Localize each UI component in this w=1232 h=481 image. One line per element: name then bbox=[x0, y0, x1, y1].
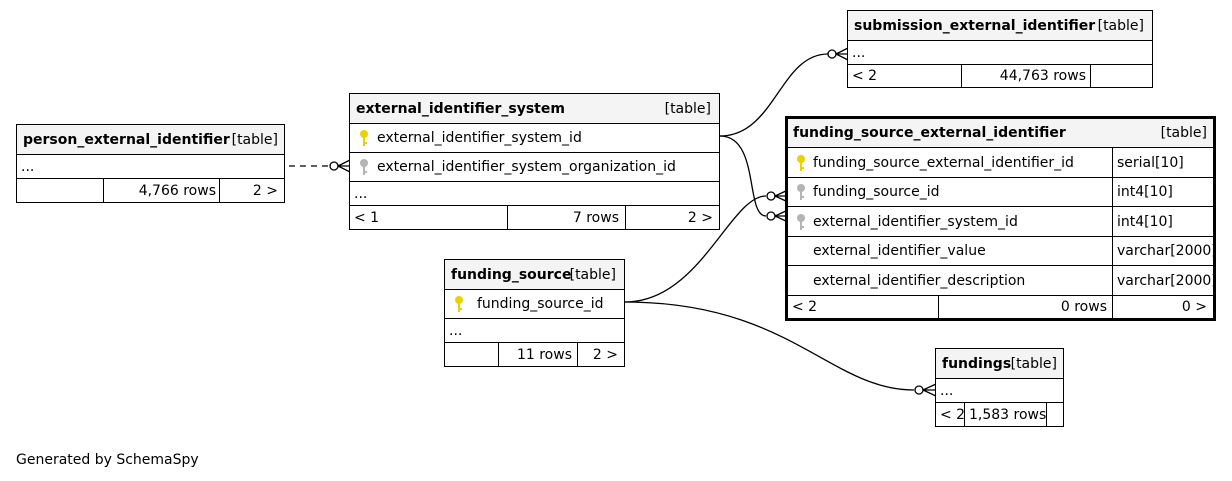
column-row[interactable]: funding_source_id bbox=[445, 290, 624, 319]
primary-key-icon bbox=[455, 296, 463, 312]
primary-key-icon bbox=[360, 130, 368, 146]
parents-link[interactable]: < 2 bbox=[852, 68, 878, 84]
table-header: fundings [table] bbox=[936, 349, 1063, 379]
row-count: 0 rows bbox=[1060, 299, 1107, 315]
column-name: funding_source_id bbox=[477, 296, 604, 312]
table-name: fundings bbox=[942, 355, 1012, 372]
column-name: external_identifier_system_id bbox=[813, 213, 1018, 230]
more-columns-row: ... bbox=[17, 155, 284, 179]
table-funding-source[interactable]: funding_source [table] funding_source_id… bbox=[444, 259, 625, 367]
column-name: funding_source_external_identifier_id bbox=[813, 154, 1074, 171]
table-fundings[interactable]: fundings [table] ... < 2 1,583 rows bbox=[935, 348, 1064, 427]
optional-marker-fundings bbox=[914, 385, 924, 395]
row-count: 7 rows bbox=[572, 209, 619, 226]
column-row[interactable]: external_identifier_value varchar[2000] bbox=[788, 237, 1217, 266]
column-type: int4[10] bbox=[1117, 213, 1173, 230]
ellipsis: ... bbox=[940, 382, 954, 399]
foreign-key-icon bbox=[360, 159, 368, 175]
table-submission-external-identifier[interactable]: submission_external_identifier [table] .… bbox=[847, 10, 1153, 88]
optional-marker-person bbox=[329, 161, 339, 171]
ellipsis: ... bbox=[449, 322, 463, 339]
column-row[interactable]: external_identifier_system_id bbox=[350, 124, 719, 153]
generated-by-label: Generated by SchemaSpy bbox=[16, 452, 199, 468]
table-name: funding_source bbox=[451, 266, 572, 283]
relation-funding-source-to-fsei bbox=[624, 195, 767, 303]
row-count: 44,763 rows bbox=[999, 68, 1086, 84]
table-header: external_identifier_system [table] bbox=[350, 94, 719, 124]
table-tag: [table] bbox=[1160, 125, 1207, 141]
row-count: 11 rows bbox=[516, 346, 572, 363]
more-columns-row: ... bbox=[350, 182, 719, 206]
column-name: external_identifier_description bbox=[813, 272, 1026, 289]
column-row[interactable]: funding_source_id int4[10] bbox=[788, 178, 1213, 207]
table-tag: [table] bbox=[231, 131, 278, 148]
column-name: external_identifier_system_id bbox=[377, 130, 582, 146]
table-tag: [table] bbox=[664, 100, 711, 117]
table-name: submission_external_identifier bbox=[854, 17, 1096, 34]
parents-link[interactable]: < 1 bbox=[354, 209, 380, 226]
more-columns-row: ... bbox=[848, 41, 1152, 65]
row-count: 1,583 rows bbox=[969, 406, 1047, 423]
children-link[interactable]: 2 > bbox=[592, 346, 618, 363]
ellipsis: ... bbox=[852, 44, 866, 61]
table-tag: [table] bbox=[1097, 17, 1144, 34]
table-name: funding_source_external_identifier bbox=[793, 125, 1066, 141]
column-type: serial[10] bbox=[1117, 154, 1184, 171]
relation-ext-id-system-to-submission bbox=[719, 53, 829, 137]
table-header: funding_source [table] bbox=[445, 260, 624, 290]
column-type: varchar[2000] bbox=[1117, 272, 1217, 289]
column-type: varchar[2000] bbox=[1117, 243, 1217, 259]
children-link[interactable]: 2 > bbox=[252, 182, 278, 199]
more-columns-row: ... bbox=[445, 319, 624, 343]
table-footer: < 2 0 rows 0 > bbox=[788, 296, 1213, 318]
ellipsis: ... bbox=[354, 185, 368, 202]
table-footer: < 2 44,763 rows bbox=[848, 65, 1152, 87]
relation-funding-source-to-fundings bbox=[624, 301, 915, 391]
ellipsis: ... bbox=[21, 158, 35, 175]
table-external-identifier-system[interactable]: external_identifier_system [table] exter… bbox=[349, 93, 720, 230]
column-row[interactable]: external_identifier_system_organization_… bbox=[350, 153, 719, 182]
table-footer: 11 rows 2 > bbox=[445, 343, 624, 366]
optional-marker-fsei-ext bbox=[766, 211, 776, 221]
children-link[interactable]: 2 > bbox=[687, 209, 713, 226]
column-row[interactable]: external_identifier_system_id int4[10] bbox=[788, 207, 1213, 237]
optional-marker-submission bbox=[827, 49, 837, 59]
table-header: funding_source_external_identifier [tabl… bbox=[788, 119, 1213, 148]
table-name: external_identifier_system bbox=[356, 100, 565, 117]
table-funding-source-external-identifier[interactable]: funding_source_external_identifier [tabl… bbox=[785, 116, 1217, 321]
table-footer: 4,766 rows 2 > bbox=[17, 179, 284, 202]
table-footer: < 2 1,583 rows bbox=[936, 403, 1063, 426]
column-row[interactable]: funding_source_external_identifier_id se… bbox=[788, 148, 1213, 178]
foreign-key-icon bbox=[797, 184, 805, 200]
column-type: int4[10] bbox=[1117, 184, 1173, 200]
children-link[interactable]: 0 > bbox=[1181, 299, 1207, 315]
column-row[interactable]: external_identifier_description varchar[… bbox=[788, 266, 1217, 296]
row-count: 4,766 rows bbox=[138, 182, 216, 199]
column-name: external_identifier_system_organization_… bbox=[377, 159, 676, 175]
optional-marker-fsei-fs bbox=[766, 191, 776, 201]
relation-ext-id-system-to-fsei bbox=[719, 135, 767, 217]
parents-link[interactable]: < 2 bbox=[940, 406, 966, 423]
more-columns-row: ... bbox=[936, 379, 1063, 403]
table-header: person_external_identifier [table] bbox=[17, 125, 284, 155]
primary-key-icon bbox=[797, 154, 805, 171]
table-footer: < 1 7 rows 2 > bbox=[350, 206, 719, 229]
column-name: external_identifier_value bbox=[813, 243, 986, 259]
table-header: submission_external_identifier [table] bbox=[848, 11, 1152, 41]
table-name: person_external_identifier bbox=[23, 131, 230, 148]
table-tag: [table] bbox=[569, 266, 616, 283]
table-tag: [table] bbox=[1010, 355, 1057, 372]
column-name: funding_source_id bbox=[813, 184, 940, 200]
foreign-key-icon bbox=[797, 213, 805, 230]
parents-link[interactable]: < 2 bbox=[792, 299, 818, 315]
table-person-external-identifier[interactable]: person_external_identifier [table] ... 4… bbox=[16, 124, 285, 203]
